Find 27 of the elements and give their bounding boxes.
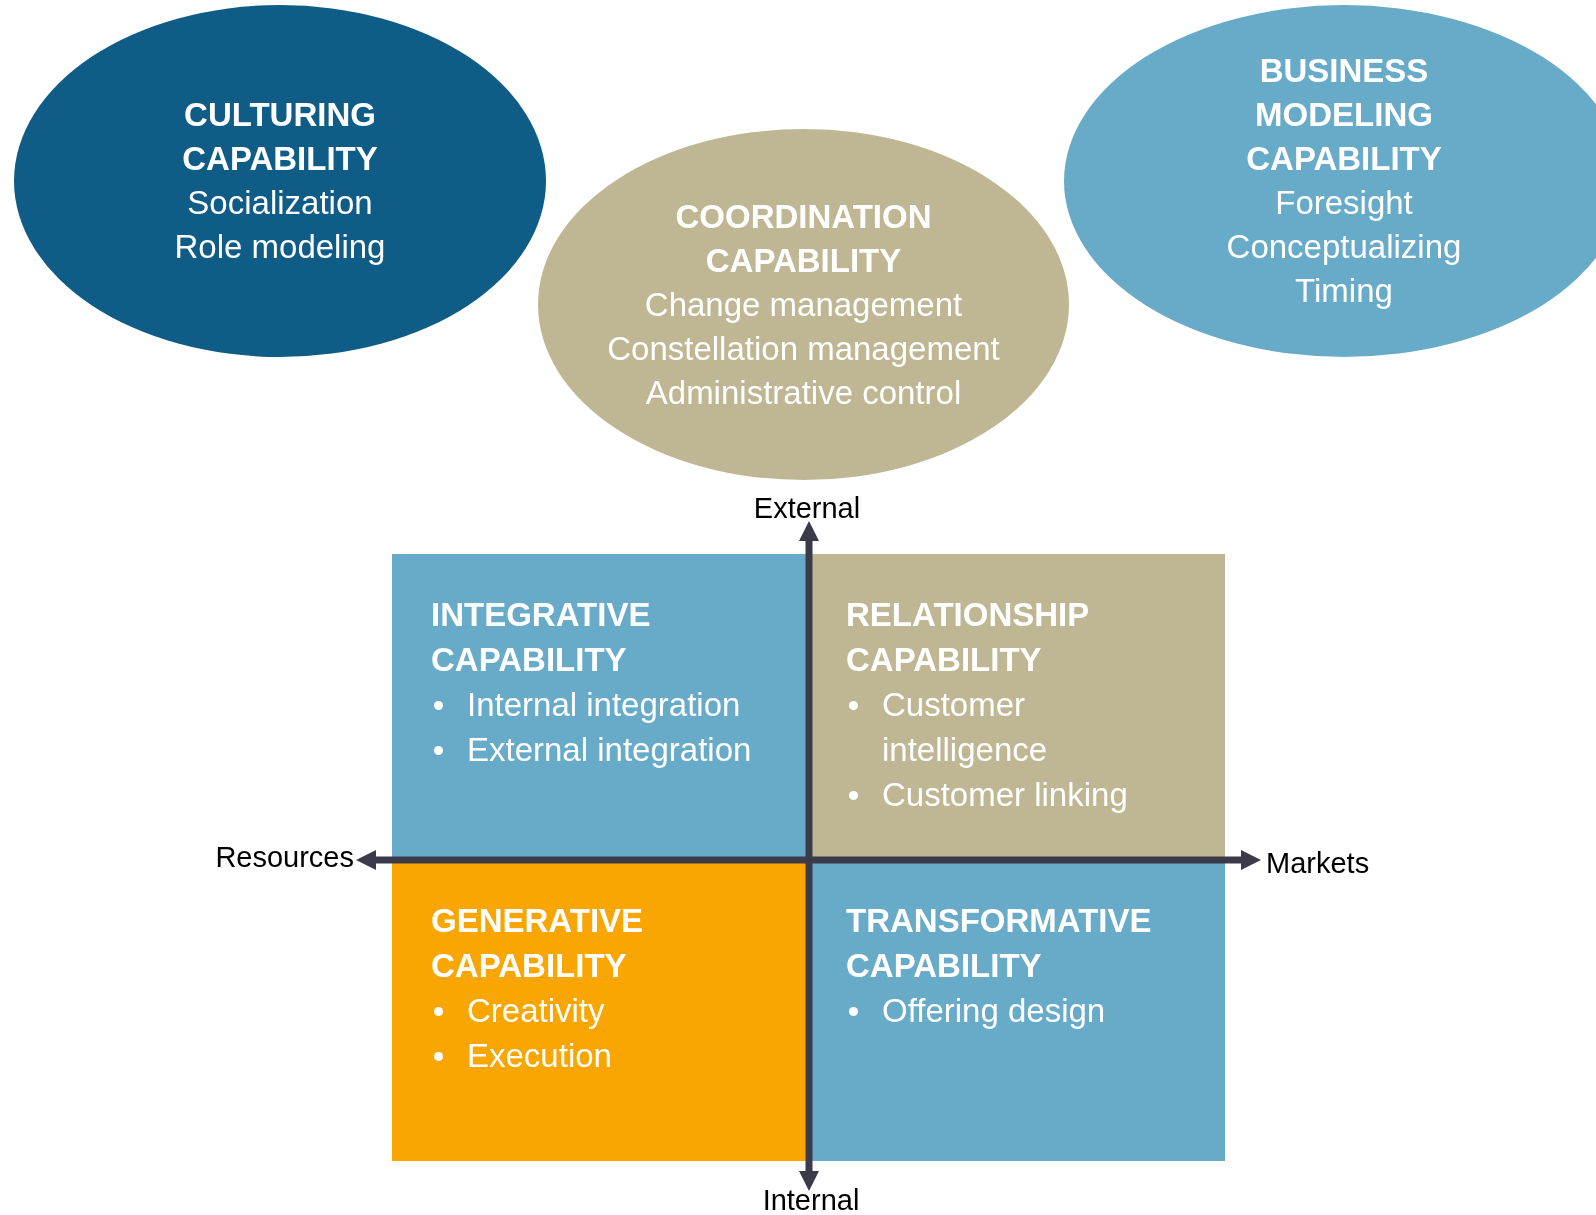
bullet-item: Offering design xyxy=(846,988,1216,1033)
bullet-item: Internal integration xyxy=(431,682,801,727)
bullet-item: External integration xyxy=(431,727,801,772)
ellipse-item: Conceptualizing xyxy=(1226,227,1462,267)
ellipse-heading: COORDINATION CAPABILITY xyxy=(674,196,933,281)
ellipse-heading: BUSINESS MODELING CAPABILITY xyxy=(1245,51,1443,179)
quadrant-heading: RELATIONSHIP CAPABILITY xyxy=(846,595,1090,680)
axis-label: External xyxy=(752,491,862,525)
ellipse-item: Role modeling xyxy=(174,227,386,267)
ellipse-item: Change management xyxy=(644,284,963,325)
ellipse-heading: CULTURING CAPABILITY xyxy=(181,95,379,179)
axis-label: Resources xyxy=(214,840,354,874)
bullet-item: Execution xyxy=(431,1033,801,1078)
axis-label: Markets xyxy=(1266,846,1371,880)
ellipse-item: Administrative control xyxy=(645,372,962,413)
ellipse-item: Timing xyxy=(1295,271,1393,311)
bullet-item: Customer linking xyxy=(846,772,1146,817)
ellipse-item: Socialization xyxy=(187,183,373,223)
ellipse-item: Constellation management xyxy=(607,328,1000,369)
capability-quadrant xyxy=(392,554,807,860)
bullet-item: Customer intelligence xyxy=(846,682,1146,772)
quadrant-heading: INTEGRATIVE CAPABILITY xyxy=(431,595,652,680)
quadrant-heading: TRANSFORMATIVE CAPABILITY xyxy=(846,901,1153,986)
ellipse-item: Foresight xyxy=(1275,183,1413,223)
quadrant-heading: GENERATIVE CAPABILITY xyxy=(431,901,645,986)
bullet-item: Creativity xyxy=(431,988,801,1033)
axis-label: Internal xyxy=(761,1183,861,1215)
